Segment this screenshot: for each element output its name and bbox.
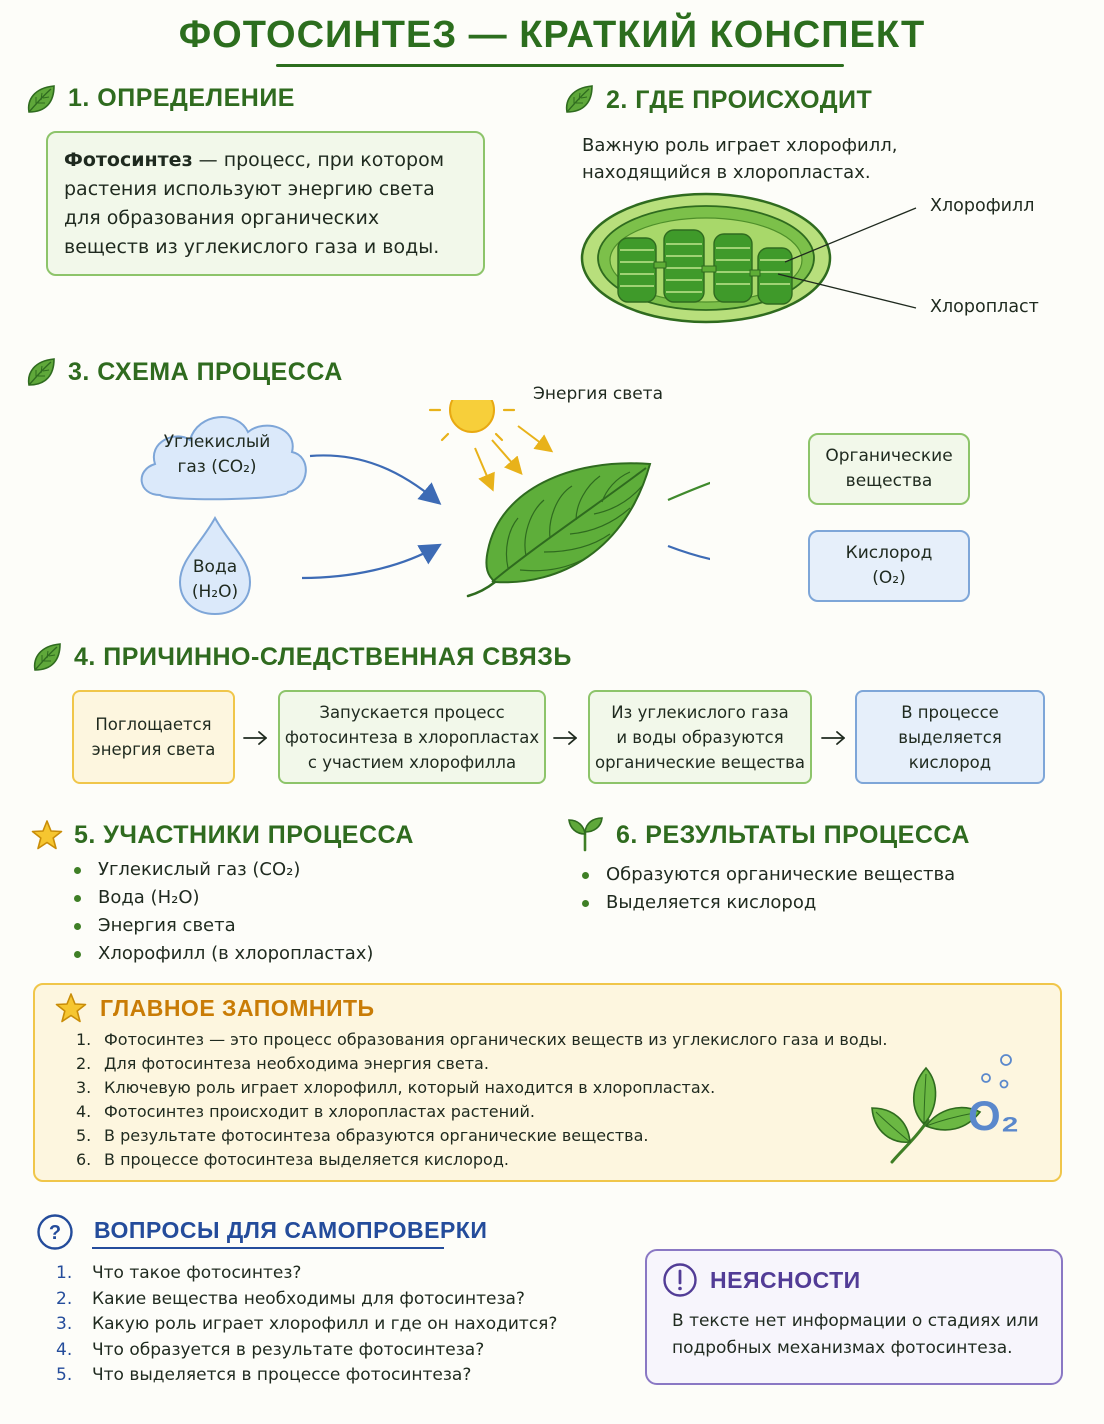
list-item: 4.Что образуется в результате фотосинтез… <box>56 1339 485 1360</box>
list-item: Вода (H₂O) <box>72 884 373 912</box>
list-item: 1.Фотосинтез — это процесс образования о… <box>76 1030 888 1049</box>
section-participants-title: 5. УЧАСТНИКИ ПРОЦЕССА <box>74 821 414 849</box>
co2-input-node: Углекислый газ (CO₂) <box>142 427 292 483</box>
question-icon: ? <box>37 1214 73 1250</box>
list-item: 2.Какие вещества необходимы для фотосинт… <box>56 1288 525 1309</box>
unclear-title: НЕЯСНОСТИ <box>710 1267 861 1293</box>
chloroplast-illustration <box>580 192 917 324</box>
unclear-text-line-1: В тексте нет информации о стадиях или <box>672 1311 1039 1331</box>
where-text-line-2: находящийся в хлоропластах. <box>582 162 871 183</box>
process-scheme-graphics <box>140 400 710 616</box>
causal-step-2-line-1: Запускается процесс <box>319 702 505 722</box>
section-causal-title: 4. ПРИЧИННО-СЛЕДСТВЕННАЯ СВЯЗЬ <box>74 643 572 671</box>
list-item: Энергия света <box>72 912 373 940</box>
water-input-node: Вода (H₂O) <box>180 553 250 607</box>
exclamation-icon <box>663 1263 697 1297</box>
leaves-oxygen-illustration <box>871 1054 1012 1164</box>
list-item: 3.Ключевую роль играет хлорофилл, которы… <box>76 1078 716 1097</box>
causal-step-1: Поглощается энергия света <box>72 690 235 784</box>
oxygen-label-line-1: Кислород <box>845 543 933 563</box>
remember-box <box>33 983 1062 1182</box>
participants-list: Углекислый газ (CO₂) Вода (H₂O) Энергия … <box>72 856 373 968</box>
list-item: 4.Фотосинтез происходит в хлоропластах р… <box>76 1102 535 1121</box>
light-energy-label: Энергия света <box>533 384 663 404</box>
list-item: Углекислый газ (CO₂) <box>72 856 373 884</box>
causal-step-3-line-3: органические вещества <box>594 752 805 772</box>
definition-body: — процесс, при котором растения использу… <box>64 149 445 258</box>
water-label-line-2: (H₂O) <box>191 582 239 602</box>
causal-step-3-line-1: Из углекислого газа <box>611 702 789 722</box>
remember-title: ГЛАВНОЕ ЗАПОМНИТЬ <box>100 995 375 1021</box>
causal-arrows <box>243 731 845 745</box>
sprout-icon <box>568 817 603 852</box>
water-label-line-1: Вода <box>192 557 238 577</box>
list-item: Выделяется кислород <box>580 889 955 917</box>
organic-label-line-2: вещества <box>845 471 933 491</box>
definition-box: Фотосинтез — процесс, при котором растен… <box>46 131 485 276</box>
definition-text: Фотосинтез — процесс, при котором растен… <box>64 146 469 262</box>
star-icon <box>30 818 64 852</box>
list-item: 3.Какую роль играет хлорофилл и где он н… <box>56 1314 558 1334</box>
results-list: Образуются органические вещества Выделяе… <box>580 861 955 917</box>
causal-step-3: Из углекислого газа и воды образуются ор… <box>588 690 812 784</box>
causal-step-2-line-2: фотосинтеза в хлоропластах <box>284 727 540 747</box>
list-item: 2.Для фотосинтеза необходима энергия све… <box>76 1054 489 1073</box>
section-where-title: 2. ГДЕ ПРОИСХОДИТ <box>606 86 873 114</box>
questions-title: ВОПРОСЫ ДЛЯ САМОПРОВЕРКИ <box>94 1217 488 1243</box>
questions-title-underline <box>92 1247 444 1249</box>
causal-step-1-line-2: энергия света <box>91 740 216 759</box>
list-item: 6.В процессе фотосинтеза выделяется кисл… <box>76 1150 509 1169</box>
questions-list: 1.Что такое фотосинтез? 2.Какие вещества… <box>56 1261 557 1389</box>
co2-label-line-1: Углекислый <box>163 432 271 452</box>
causal-step-4: В процессе выделяется кислород <box>855 690 1045 784</box>
unclear-text-line-2: подробных механизмах фотосинтеза. <box>672 1338 1013 1358</box>
star-icon <box>54 991 88 1025</box>
causal-step-2-line-3: с участием хлорофилла <box>307 752 517 772</box>
unclear-box <box>645 1249 1063 1385</box>
list-item: Образуются органические вещества <box>580 861 955 889</box>
leaf-icon <box>24 355 58 389</box>
svg-text:?: ? <box>49 1222 61 1244</box>
list-item: 5.Что выделяется в процессе фотосинтеза? <box>56 1365 472 1385</box>
co2-label-line-2: газ (CO₂) <box>177 457 257 477</box>
list-item: 5.В результате фотосинтеза образуются ор… <box>76 1126 649 1145</box>
causal-step-3-line-2: и воды образуются <box>616 727 784 747</box>
definition-term: Фотосинтез <box>64 149 193 171</box>
causal-step-1-line-1: Поглощается <box>95 715 212 734</box>
oxygen-symbol: O₂ <box>968 1092 1020 1139</box>
causal-step-2: Запускается процесс фотосинтеза в хлороп… <box>278 690 546 784</box>
section-scheme-title: 3. СХЕМА ПРОЦЕССА <box>68 358 343 386</box>
oxygen-label-line-2: (O₂) <box>872 568 906 588</box>
section-results-title: 6. РЕЗУЛЬТАТЫ ПРОЦЕССА <box>616 821 970 849</box>
chloroplast-label: Хлоропласт <box>930 297 1039 317</box>
section-definition-title: 1. ОПРЕДЕЛЕНИЕ <box>68 84 295 112</box>
leaf-icon <box>24 82 58 116</box>
title-underline <box>276 64 844 67</box>
oxygen-output-box: Кислород (O₂) <box>808 530 970 602</box>
page-title: ФОТОСИНТЕЗ — КРАТКИЙ КОНСПЕКТ <box>178 14 926 56</box>
leaf-icon <box>562 82 596 116</box>
causal-step-4-line-3: кислород <box>908 752 992 772</box>
causal-step-4-line-1: В процессе <box>901 702 999 722</box>
remember-list: 1.Фотосинтез — это процесс образования о… <box>76 1028 887 1172</box>
list-item: Хлорофилл (в хлоропластах) <box>72 940 373 968</box>
where-text-line-1: Важную роль играет хлорофилл, <box>582 135 898 156</box>
causal-step-4-line-2: выделяется <box>898 727 1002 747</box>
organic-output-box: Органические вещества <box>808 433 970 505</box>
chlorophyll-label: Хлорофилл <box>930 196 1035 216</box>
list-item: 1.Что такое фотосинтез? <box>56 1263 302 1283</box>
leaf-icon <box>30 640 64 674</box>
organic-label-line-1: Органические <box>825 446 953 466</box>
